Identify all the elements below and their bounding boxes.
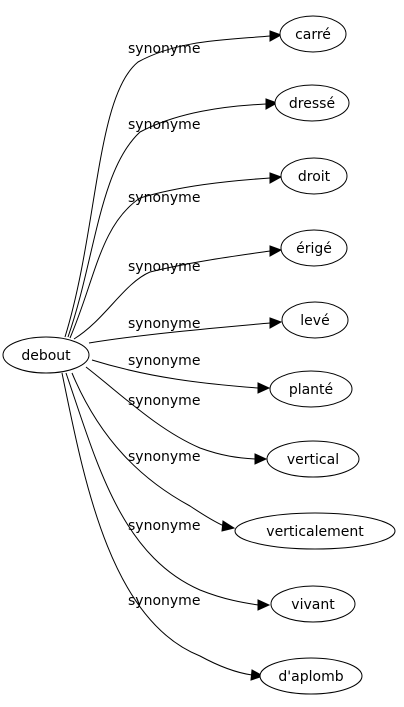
edge-carre: [64, 35, 271, 338]
edge-label-erige: synonyme: [128, 259, 200, 275]
edge-leve: [88, 322, 271, 344]
node-droit-label: droit: [298, 169, 331, 185]
node-daplomb-shape: [259, 657, 363, 695]
node-dresse-label: dressé: [289, 96, 335, 112]
edge-label-plante: synonyme: [128, 353, 200, 369]
edge-droit: [69, 177, 271, 339]
node-leve-shape: [281, 301, 349, 339]
edges: [61, 30, 283, 681]
node-verticalement-shape: [234, 512, 396, 550]
node-carre-shape: [279, 15, 347, 53]
edge-label-vivant: synonyme: [128, 518, 200, 534]
edge-label-leve: synonyme: [128, 316, 200, 332]
node-leve: levé: [281, 301, 349, 339]
node-debout-label: debout: [21, 348, 71, 364]
node-verticalement-label: verticalement: [266, 524, 364, 540]
node-erige-shape: [280, 229, 348, 267]
node-vertical: vertical: [266, 440, 360, 478]
node-debout: debout: [2, 336, 90, 374]
arrowhead-droit: [269, 172, 283, 184]
node-plante-label: planté: [289, 382, 333, 398]
edge-label-dresse: synonyme: [128, 117, 200, 133]
edge-erige: [73, 250, 271, 340]
node-vivant-label: vivant: [291, 597, 335, 613]
edge-verticalement: [71, 372, 225, 527]
node-droit-shape: [280, 157, 348, 195]
arrowhead-daplomb: [250, 669, 265, 681]
node-plante-shape: [269, 370, 353, 408]
node-leve-label: levé: [300, 313, 329, 329]
node-vertical-shape: [266, 440, 360, 478]
edge-vertical: [85, 366, 256, 460]
edge-label-verticalement: synonyme: [128, 449, 200, 465]
edge-daplomb: [61, 372, 253, 676]
node-verticalement: verticalement: [234, 512, 396, 550]
node-carre: carré: [279, 15, 347, 53]
arrowhead-plante: [257, 382, 271, 394]
arrowhead-leve: [269, 317, 283, 329]
edge-dresse: [67, 103, 267, 338]
arrowhead-dresse: [265, 98, 279, 110]
arrowhead-erige: [269, 245, 283, 257]
arrowhead-carre: [269, 30, 283, 42]
edge-label-vertical: synonyme: [128, 393, 200, 409]
node-vertical-label: vertical: [287, 452, 339, 468]
node-vivant: vivant: [270, 585, 356, 623]
node-vivant-shape: [270, 585, 356, 623]
edge-labels: synonyme synonyme synonyme synonyme syno…: [128, 41, 200, 609]
edge-label-daplomb: synonyme: [128, 593, 200, 609]
node-carre-label: carré: [295, 27, 331, 43]
node-plante: planté: [269, 370, 353, 408]
node-droit: droit: [280, 157, 348, 195]
node-daplomb-label: d'aplomb: [278, 669, 343, 685]
node-dresse: dressé: [274, 84, 350, 122]
node-dresse-shape: [274, 84, 350, 122]
node-erige-label: érigé: [296, 241, 332, 257]
edge-label-droit: synonyme: [128, 190, 200, 206]
edge-label-carre: synonyme: [128, 41, 200, 57]
node-erige: érigé: [280, 229, 348, 267]
arrowhead-vertical: [254, 453, 268, 465]
edge-plante: [91, 359, 259, 389]
edge-vivant: [65, 372, 259, 606]
arrowhead-vivant: [257, 599, 271, 611]
node-debout-shape: [2, 336, 90, 374]
arrowhead-verticalement: [221, 520, 236, 532]
node-daplomb: d'aplomb: [259, 657, 363, 695]
